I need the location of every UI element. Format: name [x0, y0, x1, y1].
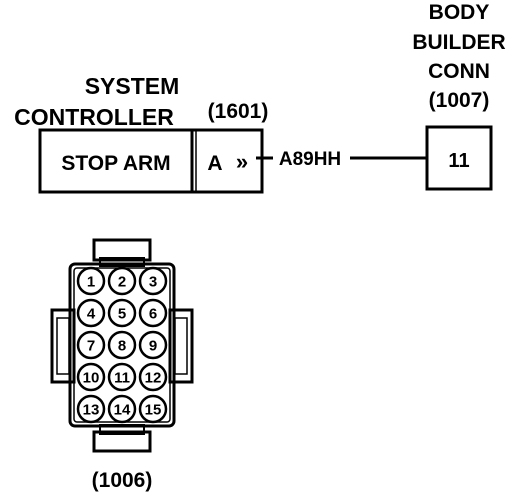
connector-pin-2: 2	[107, 266, 137, 296]
connector-pin-4: 4	[76, 298, 106, 328]
connector-pin-number: 8	[118, 338, 126, 355]
connector-pin-cavity	[76, 330, 106, 360]
connector-pin-number: 2	[118, 274, 126, 291]
connector-pin-cavity	[107, 298, 137, 328]
connector-pin-number: 3	[149, 274, 157, 291]
connector-pin-9: 9	[138, 330, 168, 360]
connector-pin-number: 11	[114, 370, 130, 387]
connector-pin-number: 15	[145, 402, 162, 419]
connector-face-outline	[50, 238, 194, 453]
system-controller-connector-id: (1601)	[208, 100, 269, 123]
connector-face-id: (1006)	[92, 469, 153, 492]
connector-pin-number: 14	[114, 402, 131, 419]
connector-pin-12: 12	[138, 362, 168, 392]
body-builder-title-line2: BUILDER	[412, 31, 505, 54]
connector-pin-cavity	[138, 298, 168, 328]
connector-pin-cavity	[138, 330, 168, 360]
connector-pin-cavity	[138, 394, 168, 424]
connector-pin-number: 12	[145, 370, 162, 387]
connector-pin-cavity	[138, 266, 168, 296]
body-builder-title-line3: CONN	[428, 60, 490, 83]
connector-pin-number: 10	[83, 370, 100, 387]
connector-pin-cavity	[107, 266, 137, 296]
connector-pin-cavity	[107, 330, 137, 360]
connector-pin-14: 14	[107, 394, 137, 424]
connector-pin-15: 15	[138, 394, 168, 424]
connector-pin-number: 7	[87, 338, 95, 355]
connector-pin-3: 3	[138, 266, 168, 296]
system-controller-title-line2: CONTROLLER	[14, 104, 174, 130]
connector-pin-5: 5	[107, 298, 137, 328]
connector-pin-cavity	[76, 362, 106, 392]
connector-pin-cavity	[76, 298, 106, 328]
connector-pin-6: 6	[138, 298, 168, 328]
connector-pin-1: 1	[76, 266, 106, 296]
body-builder-pin-label: 11	[448, 150, 469, 172]
system-controller-box	[38, 128, 264, 194]
stop-arm-label: STOP ARM	[61, 152, 170, 175]
connector-pin-13: 13	[76, 394, 106, 424]
body-builder-title-line1: BODY	[429, 1, 490, 24]
system-controller-pin-label: A	[207, 152, 222, 175]
connector-pin-cavity	[138, 362, 168, 392]
connector-pin-number: 4	[87, 306, 96, 323]
connector-pin-10: 10	[76, 362, 106, 392]
wire-label: A89HH	[279, 149, 341, 170]
connector-pin-7: 7	[76, 330, 106, 360]
body-builder-connector-id: (1007)	[429, 89, 490, 112]
connector-pin-cavity	[107, 394, 137, 424]
connector-pin-number: 6	[149, 306, 157, 323]
connector-pin-number: 1	[87, 274, 95, 291]
connector-pin-number: 13	[83, 402, 100, 419]
body-builder-box	[425, 125, 493, 191]
connector-pin-number: 9	[149, 338, 157, 355]
connector-pin-8: 8	[107, 330, 137, 360]
wire-direction-arrow-icon: »	[236, 149, 248, 174]
connector-pin-11: 11	[107, 362, 137, 392]
connector-pin-number: 5	[118, 306, 126, 323]
connector-pin-cavity	[76, 394, 106, 424]
system-controller-title-line1: SYSTEM	[85, 73, 180, 99]
connector-pin-cavity	[76, 266, 106, 296]
connector-pin-cavity	[107, 362, 137, 392]
